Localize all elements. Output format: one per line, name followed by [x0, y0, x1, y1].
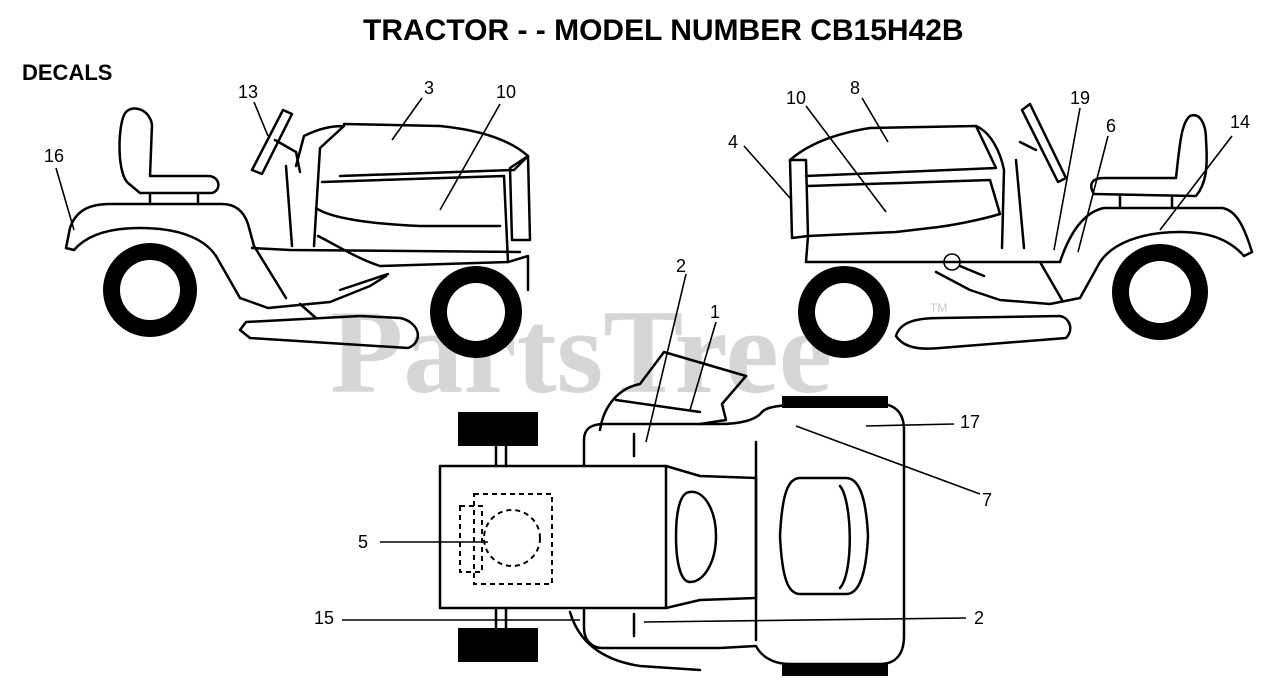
callout-2-bottom: 2 — [974, 608, 984, 628]
tractor-top-view — [438, 350, 906, 676]
callout-10-right: 10 — [786, 88, 806, 108]
callout-5: 5 — [358, 532, 368, 552]
callout-19: 19 — [1070, 88, 1090, 108]
section-label: DECALS — [22, 60, 112, 85]
page-title: TRACTOR - - MODEL NUMBER CB15H42B — [363, 14, 964, 47]
watermark-trademark: TM — [930, 301, 947, 315]
callout-10-left: 10 — [496, 82, 516, 102]
callout-14: 14 — [1230, 112, 1250, 132]
callout-4: 4 — [728, 132, 738, 152]
callout-8: 8 — [850, 78, 860, 98]
callout-17: 17 — [960, 412, 980, 432]
tractor-left-side-view — [64, 107, 532, 358]
callout-3: 3 — [424, 78, 434, 98]
callout-16: 16 — [44, 146, 64, 166]
callout-7: 7 — [982, 490, 992, 510]
callout-13: 13 — [238, 82, 258, 102]
leader-lines — [55, 97, 1233, 623]
callout-6: 6 — [1106, 116, 1116, 136]
watermark: PartsTree TM — [330, 285, 947, 418]
callout-2-top: 2 — [676, 256, 686, 276]
callout-15: 15 — [314, 608, 334, 628]
watermark-text: PartsTree — [330, 285, 832, 418]
callout-numbers: 16 13 3 10 10 8 4 19 6 14 2 1 17 7 5 15 … — [44, 78, 1250, 628]
tractor-right-side-view — [788, 102, 1254, 358]
callout-1: 1 — [710, 302, 720, 322]
